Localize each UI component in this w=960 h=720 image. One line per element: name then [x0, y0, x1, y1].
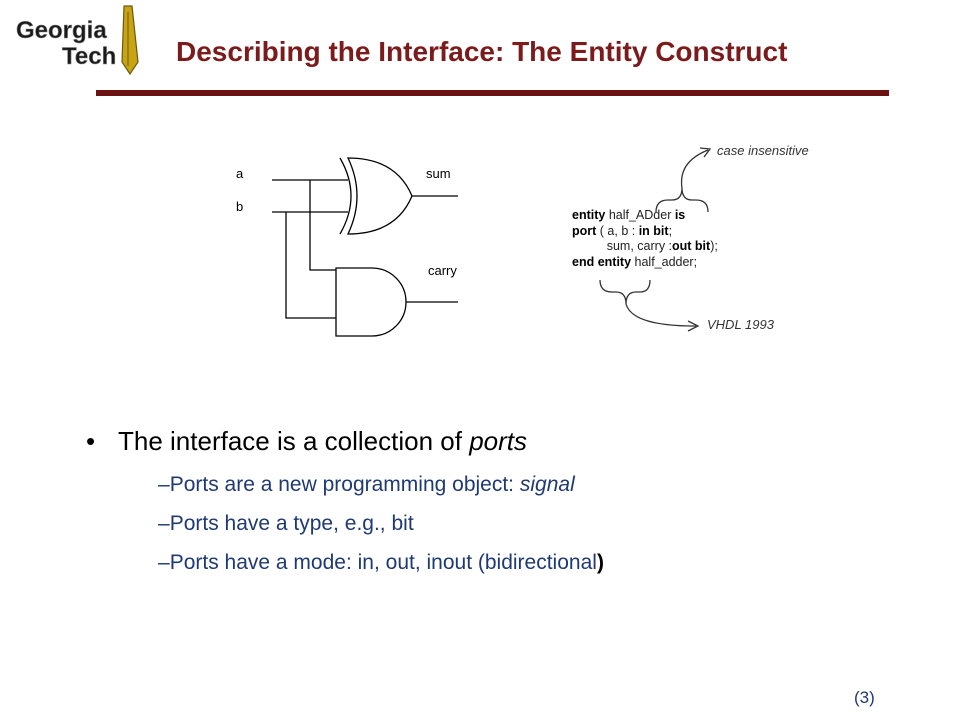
sub-bullet-1-emphasis: signal [519, 473, 575, 496]
annotation-vhdl-1993: VHDL 1993 [707, 317, 774, 332]
logo-line1: Georgia [16, 17, 107, 44]
code-semicolon: ; [668, 223, 673, 238]
page-number: (3) [854, 688, 875, 707]
annotation-case-insensitive: case insensitive [717, 143, 809, 158]
bullet-main-emphasis: ports [469, 426, 527, 456]
code-port-outputs: sum, carry : [572, 239, 673, 253]
code-kw-out-bit: out bit [672, 239, 711, 253]
bullet-main: • The interface is a collection of ports [86, 426, 527, 457]
xor-gate-back-curve [339, 157, 352, 235]
annotation-braces [599, 147, 712, 332]
sub-bullet-1: –Ports are a new programming object: sig… [158, 473, 575, 497]
code-end-name: half_adder; [631, 254, 698, 269]
code-close: ); [710, 239, 718, 253]
arrowhead-vhdl [687, 320, 700, 332]
code-kw-entity: entity [572, 208, 606, 222]
output-label-carry: carry [428, 263, 457, 278]
sub-bullet-3-close: ) [596, 551, 604, 574]
sub-bullet-dash: – [158, 512, 170, 535]
title-divider [96, 90, 889, 96]
arrowhead-case [699, 147, 712, 158]
bullet-marker: • [86, 426, 96, 456]
arrow-vhdl [625, 303, 697, 327]
logo-line2: Tech [62, 43, 116, 70]
input-label-a: a [236, 166, 244, 181]
sub-bullet-3: –Ports have a mode: in, out, inout (bidi… [158, 551, 604, 575]
wire-b-to-and [285, 212, 336, 319]
input-label-b: b [236, 199, 243, 214]
arrow-case [680, 149, 709, 189]
bullet-main-text: The interface is a collection of [118, 426, 470, 456]
brace-vhdl [599, 279, 651, 305]
wire-a-to-and [309, 180, 336, 271]
sub-bullet-3-text: Ports have a mode: in, out, inout (bidir… [169, 551, 597, 574]
georgia-tech-logo: Georgia Tech [16, 5, 139, 76]
sub-bullet-1-text: Ports are a new programming object: [169, 473, 520, 496]
code-kw-port: port [572, 223, 597, 238]
half-adder-circuit-diagram: a b sum carry [236, 157, 458, 337]
vhdl-entity-code: entity half_ADder is port ( a, b : in bi… [572, 208, 718, 270]
code-kw-is: is [674, 208, 686, 222]
sub-bullet-dash: – [158, 473, 170, 496]
slide-title: Describing the Interface: The Entity Con… [176, 36, 788, 67]
sub-bullet-2: –Ports have a type, e.g., bit [158, 512, 414, 536]
sub-bullet-dash: – [158, 551, 170, 574]
xor-gate-body [346, 157, 413, 235]
and-gate-body [335, 267, 407, 337]
sub-bullet-2-text: Ports have a type, e.g., bit [169, 512, 414, 535]
code-entity-name: half_ADder [605, 208, 675, 222]
output-label-sum: sum [426, 166, 451, 181]
code-port-inputs: ( a, b : [596, 223, 639, 238]
code-kw-in-bit: in bit [638, 223, 669, 238]
code-kw-end-entity: end entity [572, 254, 632, 269]
